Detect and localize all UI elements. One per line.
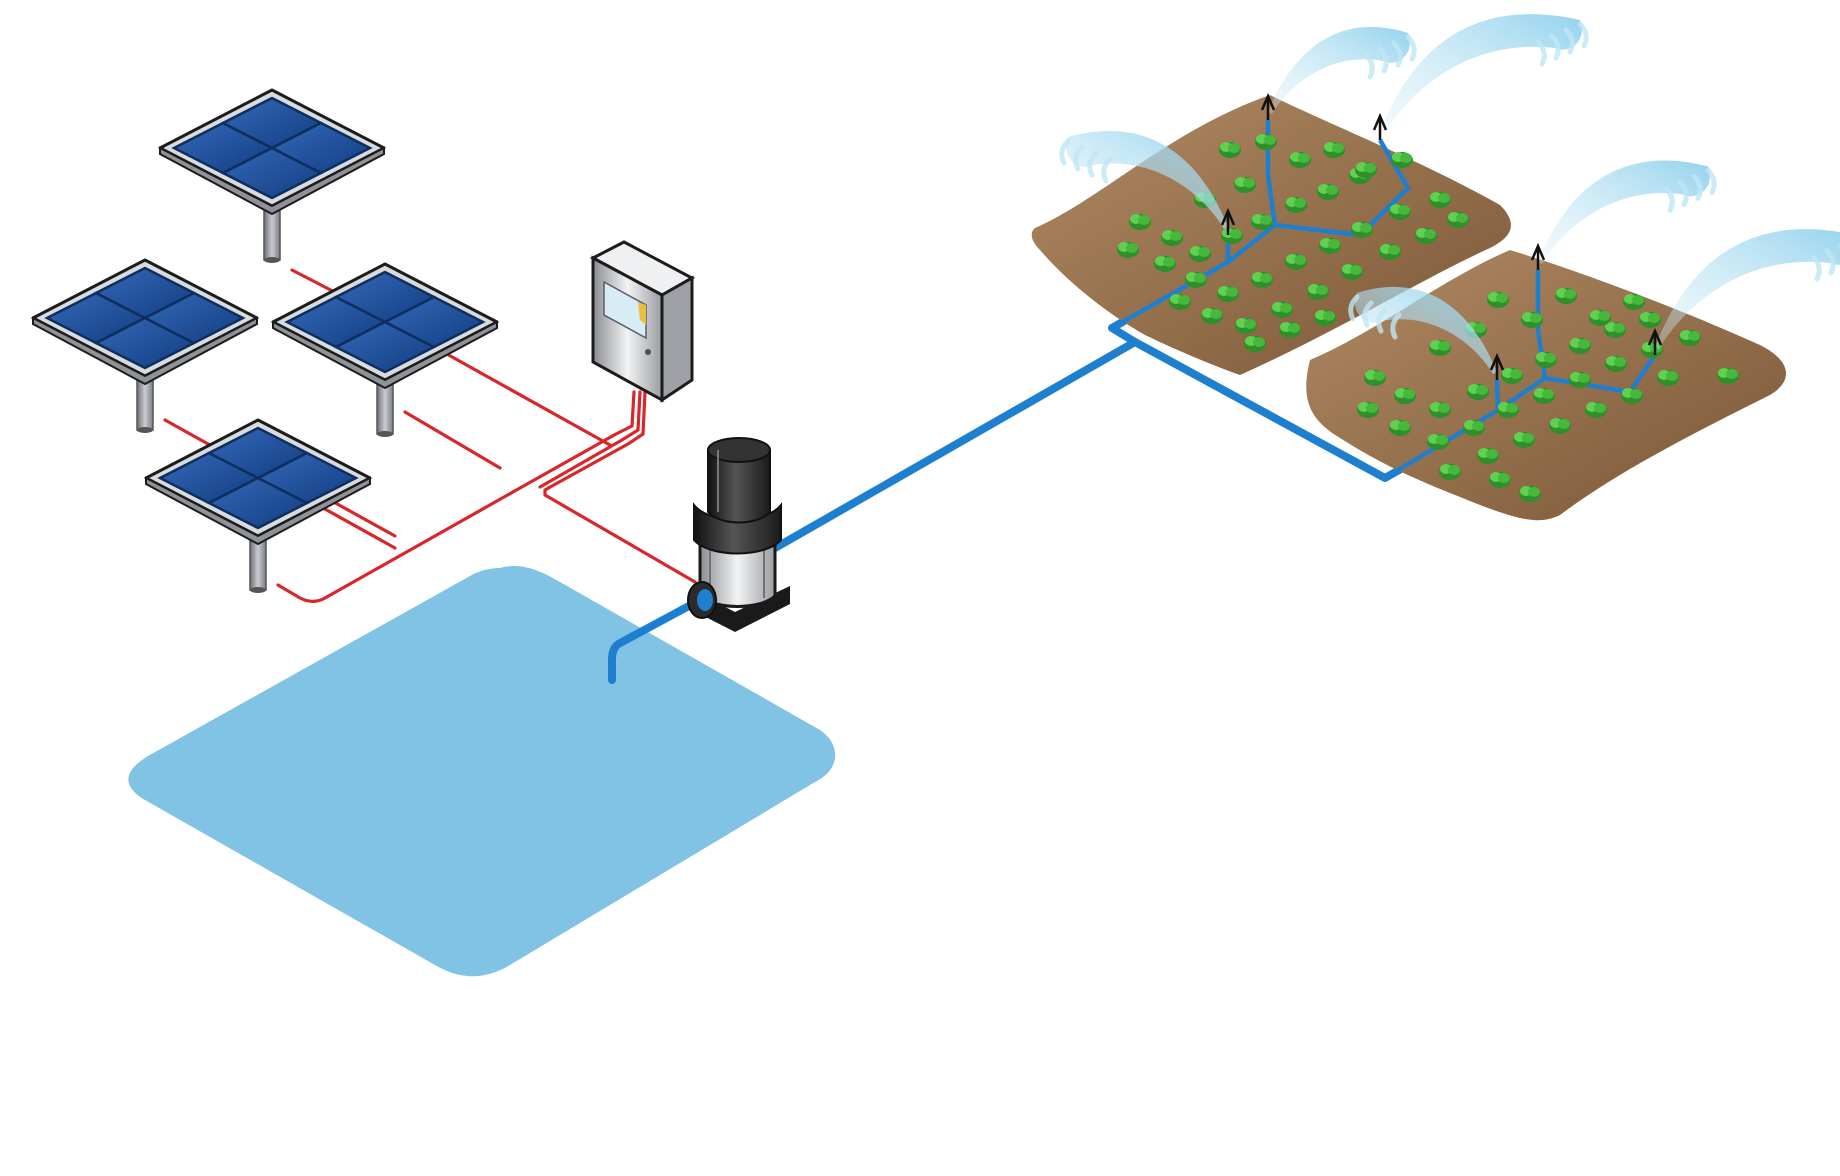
solar-array <box>31 88 499 593</box>
plant <box>1679 330 1701 346</box>
plant <box>1161 230 1183 246</box>
sprinkler <box>1647 229 1840 355</box>
solar-panel <box>271 262 499 437</box>
plant <box>1389 204 1411 220</box>
plant <box>1271 302 1293 318</box>
plant <box>1439 464 1461 480</box>
plant <box>1379 244 1401 260</box>
plant <box>1623 294 1645 310</box>
plant <box>1501 368 1523 384</box>
plant <box>1549 418 1571 434</box>
plant <box>1285 254 1307 270</box>
plant <box>1427 434 1449 450</box>
plant <box>1251 214 1273 230</box>
plant <box>1639 312 1661 328</box>
plant <box>1279 322 1301 338</box>
plant <box>1307 284 1329 300</box>
plant <box>1255 134 1277 150</box>
plant <box>1717 368 1739 384</box>
solar-panel <box>158 88 386 263</box>
plant <box>1154 256 1176 272</box>
plant <box>1489 472 1511 488</box>
plant <box>1533 388 1555 404</box>
plant <box>1621 388 1643 404</box>
plant <box>1314 310 1336 326</box>
sprinkler <box>1348 286 1505 380</box>
plant <box>1355 162 1377 178</box>
pump <box>687 437 790 632</box>
plant <box>1585 402 1607 418</box>
sprinklers <box>1059 14 1840 380</box>
plant <box>1319 238 1341 254</box>
reservoir <box>128 565 836 977</box>
plant <box>1221 228 1243 244</box>
plant <box>1289 152 1311 168</box>
plant <box>1364 370 1386 386</box>
plant <box>1189 246 1211 262</box>
plant <box>1117 242 1139 258</box>
plant <box>1341 264 1363 280</box>
plant <box>1235 318 1257 334</box>
plant <box>1201 308 1223 324</box>
solar-panel <box>31 258 259 433</box>
plant <box>1217 286 1239 302</box>
plant <box>1129 214 1151 230</box>
plant <box>1244 336 1266 352</box>
plant <box>1351 222 1373 238</box>
plant <box>1317 184 1339 200</box>
plant <box>1285 197 1307 213</box>
crop-plants <box>1117 134 1739 502</box>
plant <box>1323 142 1345 158</box>
controller <box>589 240 696 403</box>
sprinkler <box>1530 160 1717 270</box>
plant <box>1219 142 1241 158</box>
plant <box>1589 310 1611 326</box>
plant <box>1604 322 1626 338</box>
plant <box>1555 288 1577 304</box>
sprinkler <box>1372 14 1589 140</box>
plant <box>1169 294 1191 310</box>
plant <box>1429 192 1451 208</box>
plant <box>1519 486 1541 502</box>
plant <box>1569 338 1591 354</box>
sprinkler <box>1260 26 1417 120</box>
plant <box>1535 352 1557 368</box>
plant <box>1251 272 1273 288</box>
plant <box>1569 372 1591 388</box>
plant <box>1185 272 1207 288</box>
plant <box>1497 402 1519 418</box>
plant <box>1463 420 1485 436</box>
plant <box>1605 356 1627 372</box>
solar-panel <box>144 418 372 593</box>
plant <box>1357 402 1379 418</box>
plant <box>1415 228 1437 244</box>
plant <box>1657 370 1679 386</box>
plant <box>1429 340 1451 356</box>
plant <box>1234 177 1256 193</box>
plant <box>1467 384 1489 400</box>
plant <box>1487 292 1509 308</box>
plant <box>1513 432 1535 448</box>
plant <box>1429 402 1451 418</box>
plant <box>1391 152 1413 168</box>
plant <box>1447 212 1469 228</box>
plant <box>1521 312 1543 328</box>
plant <box>1477 448 1499 464</box>
plant <box>1389 420 1411 436</box>
sprinkler <box>1059 131 1236 235</box>
plant <box>1394 388 1416 404</box>
